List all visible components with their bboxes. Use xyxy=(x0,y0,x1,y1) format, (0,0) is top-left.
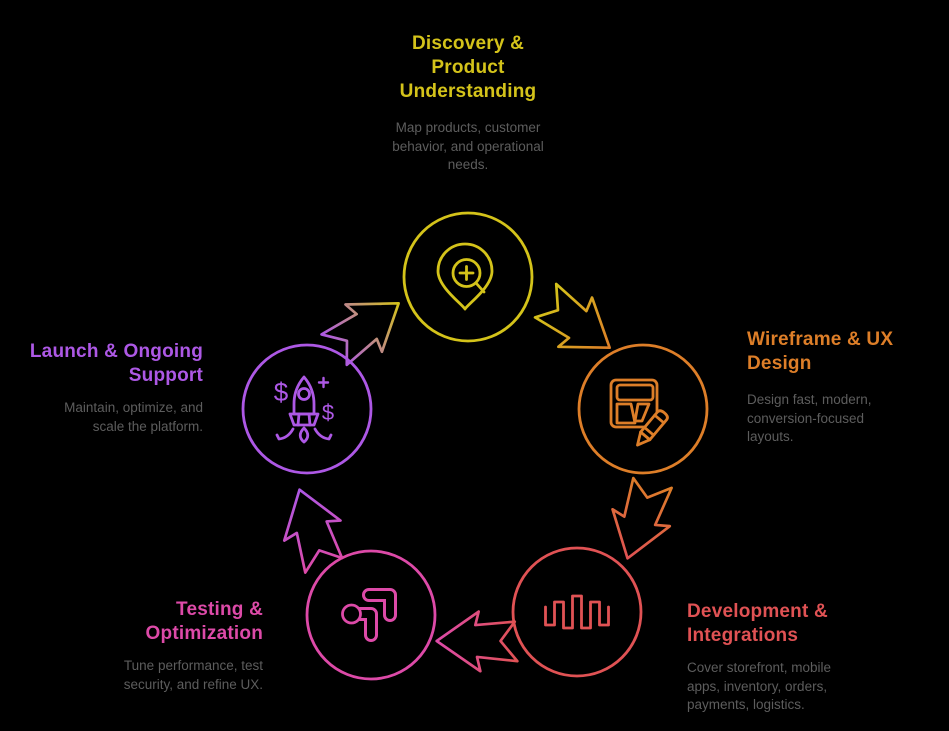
stage-title-discovery: Discovery & Product Understanding xyxy=(399,33,537,102)
stage-description-wireframe: Design fast, modern, conversion-focused … xyxy=(747,392,872,444)
stage-circle xyxy=(577,343,709,475)
map-pin-zoom-icon xyxy=(436,242,494,311)
stage-node-wireframe xyxy=(577,343,709,475)
stage-node-testing xyxy=(305,549,437,681)
stage-description-launch: Maintain, optimize, and scale the platfo… xyxy=(64,400,203,434)
stage-circle xyxy=(511,546,643,678)
stage-title-launch: Launch & Ongoing Support xyxy=(29,341,203,386)
plus-icon xyxy=(317,376,330,389)
stage-description-testing: Tune performance, test security, and ref… xyxy=(123,658,263,692)
stage-circle xyxy=(305,549,437,681)
stage-circle xyxy=(402,211,534,343)
dollar-sign-right: $ xyxy=(322,400,334,425)
arrow-discovery-to-wireframe xyxy=(525,274,629,373)
stage-title-wireframe: Wireframe & UX Design xyxy=(747,329,894,374)
arrow-development-to-testing xyxy=(435,610,519,673)
stage-node-launch: $ $ xyxy=(241,343,373,475)
dollar-sign-left: $ xyxy=(274,377,289,407)
stage-description-development: Cover storefront, mobile apps, inventory… xyxy=(687,660,832,712)
stage-title-development: Development & Integrations xyxy=(687,601,828,646)
wireframe-pencil-icon xyxy=(609,378,669,447)
arrow-testing-to-launch xyxy=(269,479,354,578)
stage-description-discovery: Map products, customer behavior, and ope… xyxy=(392,120,544,172)
rocket-dollars-icon: $ $ xyxy=(274,375,334,444)
arrow-launch-to-discovery xyxy=(314,277,418,376)
stage-title-testing: Testing & Optimization xyxy=(145,599,263,644)
stage-node-discovery xyxy=(402,211,534,343)
optimize-corners-icon xyxy=(341,588,397,642)
waveform-icon xyxy=(544,594,610,630)
stage-circle xyxy=(241,343,373,475)
arrow-wireframe-to-development xyxy=(598,471,683,570)
stage-node-development xyxy=(511,546,643,678)
